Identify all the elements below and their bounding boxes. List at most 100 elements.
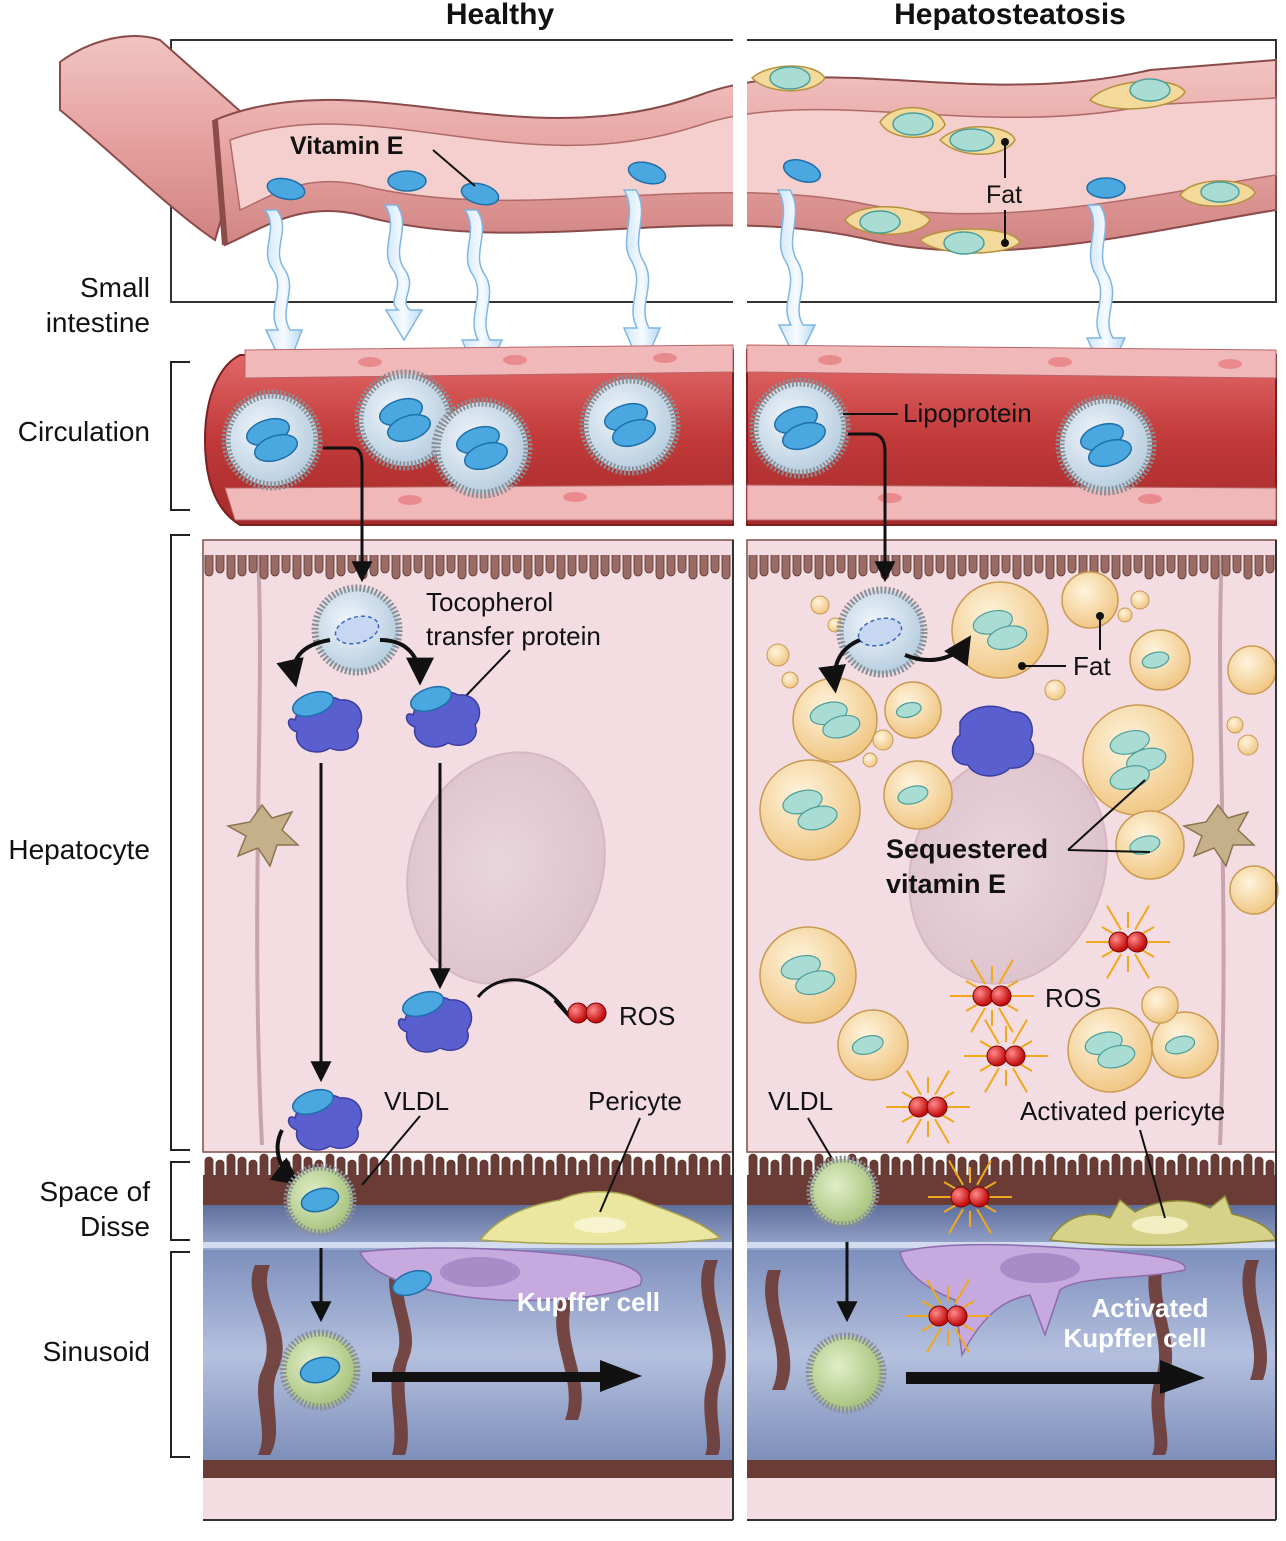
microvillus bbox=[1177, 555, 1187, 580]
lipoprotein-label: Lipoprotein bbox=[903, 398, 1032, 428]
microvillus bbox=[534, 555, 544, 577]
stellate-cell bbox=[225, 803, 300, 868]
microvillus bbox=[281, 555, 291, 574]
label-small-intestine-line2: intestine bbox=[45, 307, 150, 338]
microvillus bbox=[259, 1153, 269, 1178]
fat-deposit bbox=[750, 65, 826, 92]
microvillus bbox=[814, 555, 824, 580]
microvillus bbox=[457, 1153, 467, 1178]
vitamin-e-molecule bbox=[1086, 177, 1126, 199]
microvillus bbox=[1155, 1156, 1165, 1178]
microvillus bbox=[688, 555, 698, 580]
microvillus bbox=[699, 555, 709, 577]
microvillus bbox=[644, 1159, 654, 1178]
vldl-disease bbox=[806, 1155, 880, 1229]
microvillus bbox=[435, 555, 445, 577]
microvillus bbox=[748, 555, 758, 580]
microvillus bbox=[369, 555, 379, 577]
microvillus bbox=[402, 555, 412, 577]
sequestered-vitamin-e bbox=[1109, 765, 1150, 791]
small-fat-droplet bbox=[1117, 607, 1133, 623]
microvillus bbox=[237, 555, 247, 577]
fat-deposit bbox=[938, 126, 1016, 155]
microvillus bbox=[545, 1159, 555, 1178]
microvillus bbox=[1243, 1153, 1253, 1178]
fat-droplet bbox=[1129, 629, 1191, 691]
microvillus bbox=[1155, 555, 1165, 577]
microvillus bbox=[1089, 1156, 1099, 1178]
label-sinusoid: Sinusoid bbox=[42, 1336, 150, 1367]
microvillus bbox=[913, 555, 923, 580]
microvillus bbox=[1265, 555, 1275, 574]
microvillus bbox=[336, 555, 346, 577]
small-fat-droplet bbox=[862, 752, 878, 768]
fat-droplet bbox=[1082, 704, 1194, 816]
ros-burst bbox=[950, 959, 1034, 1033]
microvillus bbox=[215, 555, 225, 574]
fat-droplet bbox=[1115, 810, 1185, 880]
microvillus bbox=[578, 555, 588, 574]
ros-molecule bbox=[928, 1305, 950, 1327]
ros-molecule bbox=[1126, 931, 1148, 953]
microvillus bbox=[567, 555, 577, 577]
sequestered-vitamin-e bbox=[851, 1035, 884, 1055]
intestine-vitamin-e-molecules bbox=[266, 159, 1126, 206]
microvillus bbox=[270, 555, 280, 577]
microvillus bbox=[1199, 1159, 1209, 1178]
healthy-heading: Healthy bbox=[445, 0, 555, 31]
ros-burst bbox=[886, 1070, 970, 1144]
label-space-of-disse-line2: Disse bbox=[79, 1211, 150, 1242]
microvillus bbox=[512, 1159, 522, 1178]
microvillus bbox=[770, 555, 780, 574]
microvillus bbox=[880, 1153, 890, 1178]
microvillus bbox=[1056, 555, 1066, 577]
ros-label-healthy: ROS bbox=[619, 1001, 675, 1031]
microvillus bbox=[523, 1153, 533, 1178]
vitamin-e-leader bbox=[432, 149, 476, 187]
microvillus bbox=[1023, 555, 1033, 577]
vitamin-e-molecule bbox=[460, 182, 500, 206]
ros-molecule bbox=[990, 985, 1012, 1007]
small-fat-droplet bbox=[810, 595, 830, 615]
fat-droplet bbox=[759, 759, 861, 861]
panel-divider bbox=[733, 30, 747, 1541]
microvillus bbox=[825, 555, 835, 577]
vitamin-e-molecule bbox=[401, 990, 445, 1018]
microvillus bbox=[248, 555, 258, 574]
microvillus bbox=[935, 555, 945, 574]
microvillus bbox=[479, 555, 489, 574]
microvillus bbox=[792, 1156, 802, 1178]
small-fat-droplet bbox=[1237, 734, 1259, 756]
microvillus bbox=[1100, 555, 1110, 574]
sequestered-vitamin-e bbox=[797, 805, 838, 831]
microvillus bbox=[358, 1153, 368, 1178]
microvillus bbox=[1210, 555, 1220, 580]
microvillus bbox=[501, 555, 511, 577]
fat-deposit bbox=[918, 228, 1021, 255]
ttp-protein bbox=[397, 990, 473, 1053]
microvillus bbox=[1122, 555, 1132, 577]
microvillus bbox=[710, 1159, 720, 1178]
vitamin-e-molecule bbox=[464, 441, 508, 471]
microvillus bbox=[1232, 1159, 1242, 1178]
ros-molecule bbox=[926, 1096, 948, 1118]
sequestered-vitamin-e bbox=[1129, 835, 1161, 855]
microvillus bbox=[622, 555, 632, 580]
microvillus bbox=[1221, 555, 1231, 577]
vitamin-e-molecule bbox=[266, 177, 306, 201]
microvillus bbox=[347, 1159, 357, 1178]
vitamin-e-molecule bbox=[782, 421, 826, 451]
microvillus bbox=[512, 555, 522, 574]
microvillus bbox=[946, 555, 956, 580]
microvillus bbox=[1188, 1156, 1198, 1178]
vitamin-e-molecule bbox=[409, 685, 453, 713]
ttp-protein bbox=[405, 685, 481, 748]
activated-pericyte-label: Activated pericyte bbox=[1020, 1096, 1225, 1126]
ttp-label-line1: Tocopherol bbox=[426, 587, 553, 617]
ros-burst bbox=[1086, 905, 1170, 979]
microvillus bbox=[1254, 1156, 1264, 1178]
microvillus bbox=[215, 1159, 225, 1178]
microvillus bbox=[655, 1153, 665, 1178]
vldl-sinusoid-disease bbox=[805, 1332, 887, 1414]
sequestered-vitamin-e bbox=[987, 625, 1028, 651]
